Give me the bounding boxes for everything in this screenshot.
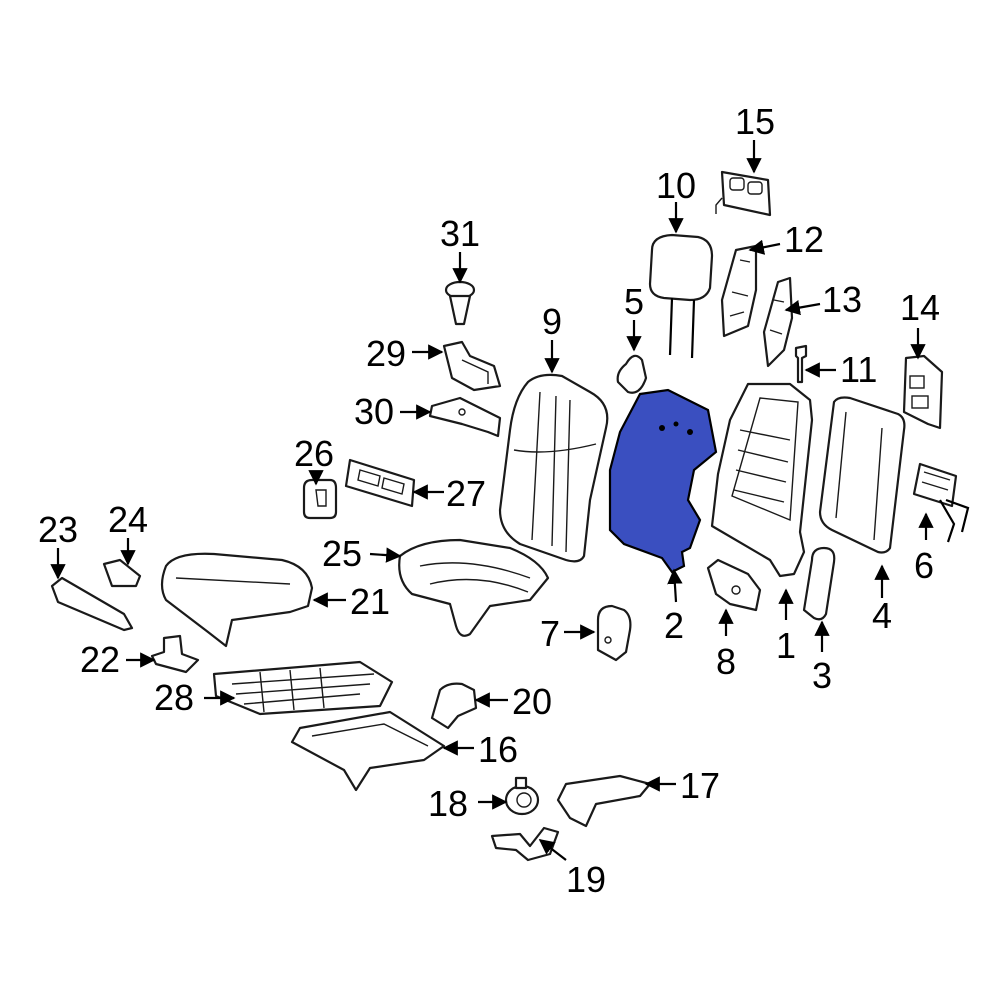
part-19-bracket — [490, 826, 560, 862]
part-11-clip — [794, 344, 808, 384]
part-7-module — [596, 604, 632, 662]
callout-20: 20 — [512, 681, 552, 722]
callout-16: 16 — [478, 729, 518, 770]
part-30-bracket — [428, 396, 502, 438]
part-17-trim — [556, 774, 652, 828]
callout-9: 9 — [542, 301, 562, 342]
part-9-back-cover — [498, 373, 609, 563]
callout-13: 13 — [822, 279, 862, 320]
callout-22: 22 — [80, 639, 120, 680]
callout-28: 28 — [154, 677, 194, 718]
callout-31: 31 — [440, 213, 480, 254]
callout-17: 17 — [680, 765, 720, 806]
part-10-headrest — [648, 233, 714, 359]
callout-23: 23 — [38, 509, 78, 550]
part-29-bracket — [442, 340, 502, 392]
part-18-motor — [504, 776, 540, 816]
part-20-bracket — [430, 682, 478, 730]
part-12-side-trim — [720, 244, 758, 338]
part-4-back-panel — [818, 396, 906, 554]
callout-labels: 15 10 12 13 11 14 5 31 29 30 26 27 9 2 1… — [38, 101, 940, 900]
callout-10: 10 — [656, 165, 696, 206]
callout-3: 3 — [812, 655, 832, 696]
part-24-bracket — [102, 558, 142, 588]
callout-12: 12 — [784, 219, 824, 260]
callout-5: 5 — [624, 281, 644, 322]
callout-19: 19 — [566, 859, 606, 900]
callout-27: 27 — [446, 473, 486, 514]
callout-15: 15 — [735, 101, 775, 142]
part-14-module — [902, 354, 944, 430]
part-15-switch-panel — [715, 170, 772, 217]
callout-11: 11 — [840, 349, 877, 390]
part-6-actuator — [912, 462, 970, 543]
part-1-back-frame — [710, 382, 814, 578]
callout-18: 18 — [428, 783, 468, 824]
part-27-switch-bezel — [344, 458, 416, 508]
part-22-clip — [150, 634, 200, 674]
part-28-spring-tray — [212, 660, 394, 716]
part-2-back-pad-highlighted — [608, 388, 718, 574]
callout-14: 14 — [900, 287, 940, 328]
part-25-cushion-cover — [398, 538, 550, 637]
callout-24: 24 — [108, 499, 148, 540]
part-5-knob — [616, 354, 648, 394]
callout-1: 1 — [776, 625, 796, 666]
callout-29: 29 — [366, 333, 406, 374]
leader-arrows — [50, 140, 934, 861]
part-26-clip — [302, 478, 338, 520]
callout-26: 26 — [294, 433, 334, 474]
part-21-cushion-pad — [160, 552, 314, 648]
callout-2: 2 — [664, 605, 684, 646]
part-8-bracket — [706, 558, 762, 612]
part-3-side-cover — [802, 546, 836, 621]
callout-8: 8 — [716, 641, 736, 682]
part-16-seat-pan — [290, 710, 446, 792]
part-13-trim-panel — [762, 276, 794, 368]
callout-4: 4 — [872, 595, 892, 636]
callout-21: 21 — [350, 581, 390, 622]
callout-7: 7 — [540, 613, 560, 654]
part-31-push-pin — [444, 280, 476, 326]
callout-6: 6 — [914, 545, 934, 586]
callout-25: 25 — [322, 533, 362, 574]
callout-30: 30 — [354, 391, 394, 432]
